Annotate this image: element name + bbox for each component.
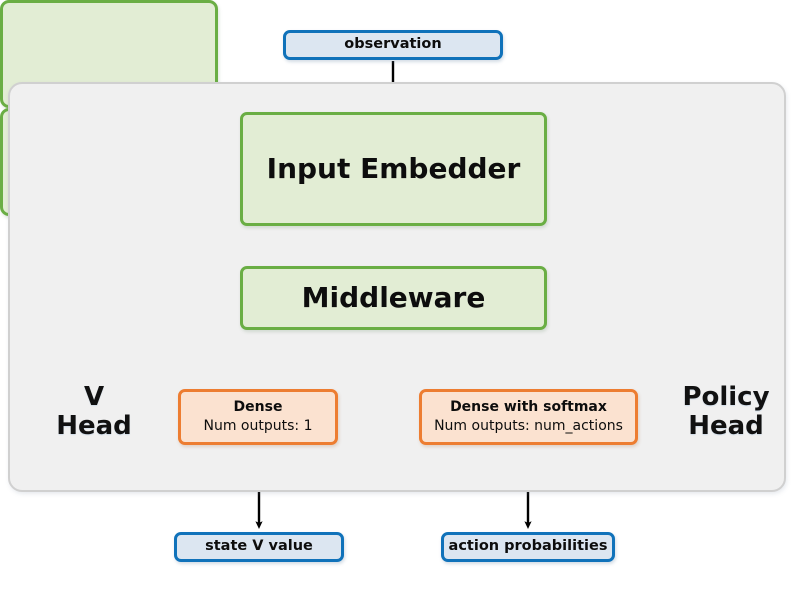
policy-head-label: Policy Head bbox=[682, 382, 770, 442]
dense-v-subtitle: Num outputs: 1 bbox=[203, 418, 313, 434]
middleware-label: Middleware bbox=[301, 281, 486, 315]
state-v-value-node[interactable]: state V value bbox=[174, 532, 344, 562]
observation-node[interactable]: observation bbox=[283, 30, 503, 60]
input-embedder-node[interactable]: Input Embedder bbox=[240, 112, 547, 226]
dense-v-title: Dense bbox=[233, 399, 283, 416]
observation-label: observation bbox=[344, 36, 442, 53]
dense-layer-v-head[interactable]: Dense Num outputs: 1 bbox=[178, 389, 338, 445]
action-probabilities-node[interactable]: action probabilities bbox=[441, 532, 615, 562]
state-v-value-label: state V value bbox=[205, 538, 313, 555]
dense-layer-policy-head[interactable]: Dense with softmax Num outputs: num_acti… bbox=[419, 389, 638, 445]
v-head-label: V Head bbox=[56, 382, 132, 442]
dense-policy-title: Dense with softmax bbox=[450, 399, 607, 416]
middleware-node[interactable]: Middleware bbox=[240, 266, 547, 330]
action-probabilities-label: action probabilities bbox=[448, 538, 608, 555]
dense-policy-subtitle: Num outputs: num_actions bbox=[434, 418, 623, 434]
input-embedder-label: Input Embedder bbox=[266, 152, 521, 186]
